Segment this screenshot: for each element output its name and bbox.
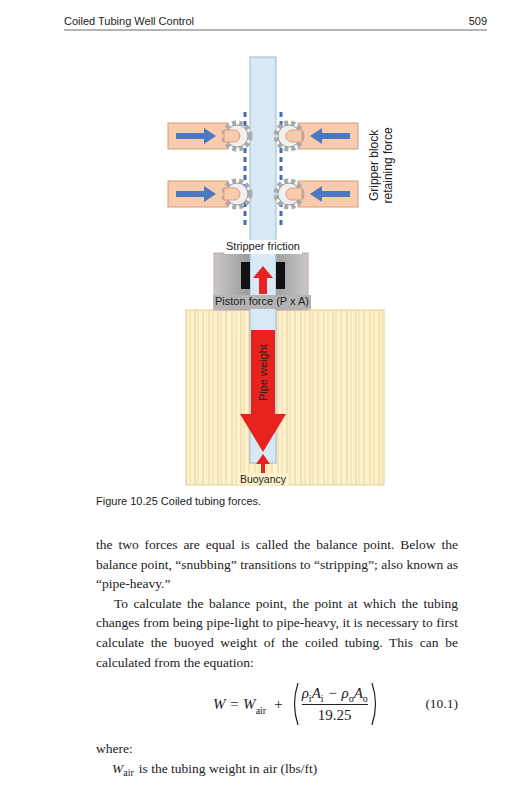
running-header: Coiled Tubing Well Control bbox=[64, 15, 194, 28]
equation-term: ρ bbox=[302, 685, 309, 702]
figure-caption: Figure 10.25 Coiled tubing forces. bbox=[96, 495, 261, 507]
equation-term: A bbox=[354, 685, 363, 702]
equation-term: W bbox=[112, 761, 123, 777]
equation-term: W = W bbox=[213, 696, 256, 713]
body-text: the two forces are equal is called the b… bbox=[96, 535, 458, 594]
fraction-bar bbox=[302, 704, 368, 705]
definition-line: Wair is the tubing weight in air (lbs/ft) bbox=[112, 761, 317, 777]
equation-numerator: ρiAi− ρoAo bbox=[302, 685, 368, 702]
equation-subscript: air bbox=[256, 705, 267, 716]
equation-operator: + bbox=[274, 696, 282, 713]
equation-parenthesis bbox=[370, 681, 379, 727]
force-label: Pipe weight bbox=[256, 343, 269, 404]
equation-subscript: i bbox=[309, 693, 312, 704]
body-text: To calculate the balance point, the poin… bbox=[96, 594, 458, 672]
body-text: is the tubing weight in air (lbs/ft) bbox=[139, 761, 317, 777]
force-label: Stripper friction bbox=[224, 240, 302, 253]
equation: W = Wair+ρiAi− ρoAo19.25 bbox=[213, 681, 379, 727]
equation-subscript: i bbox=[321, 693, 324, 704]
equation-term: 19.25 bbox=[318, 707, 352, 724]
equation-subscript: o bbox=[349, 693, 354, 704]
equation-number: (10.1) bbox=[425, 696, 458, 712]
equation-term: A bbox=[312, 685, 321, 702]
equation-parenthesis bbox=[291, 681, 300, 727]
force-label: Gripper block retaining force bbox=[367, 117, 396, 213]
equation-subscript: o bbox=[363, 693, 368, 704]
force-label: Piston force (P x A) bbox=[213, 295, 311, 308]
force-label: Buoyancy bbox=[238, 473, 288, 486]
equation-subscript: air bbox=[123, 767, 134, 778]
equation-denominator: 19.25 bbox=[318, 707, 352, 724]
equation-term: − ρ bbox=[328, 685, 349, 702]
page-number: 509 bbox=[469, 15, 487, 28]
equation-fraction: ρiAi− ρoAo19.25 bbox=[302, 685, 368, 724]
body-text: where: bbox=[96, 741, 133, 757]
